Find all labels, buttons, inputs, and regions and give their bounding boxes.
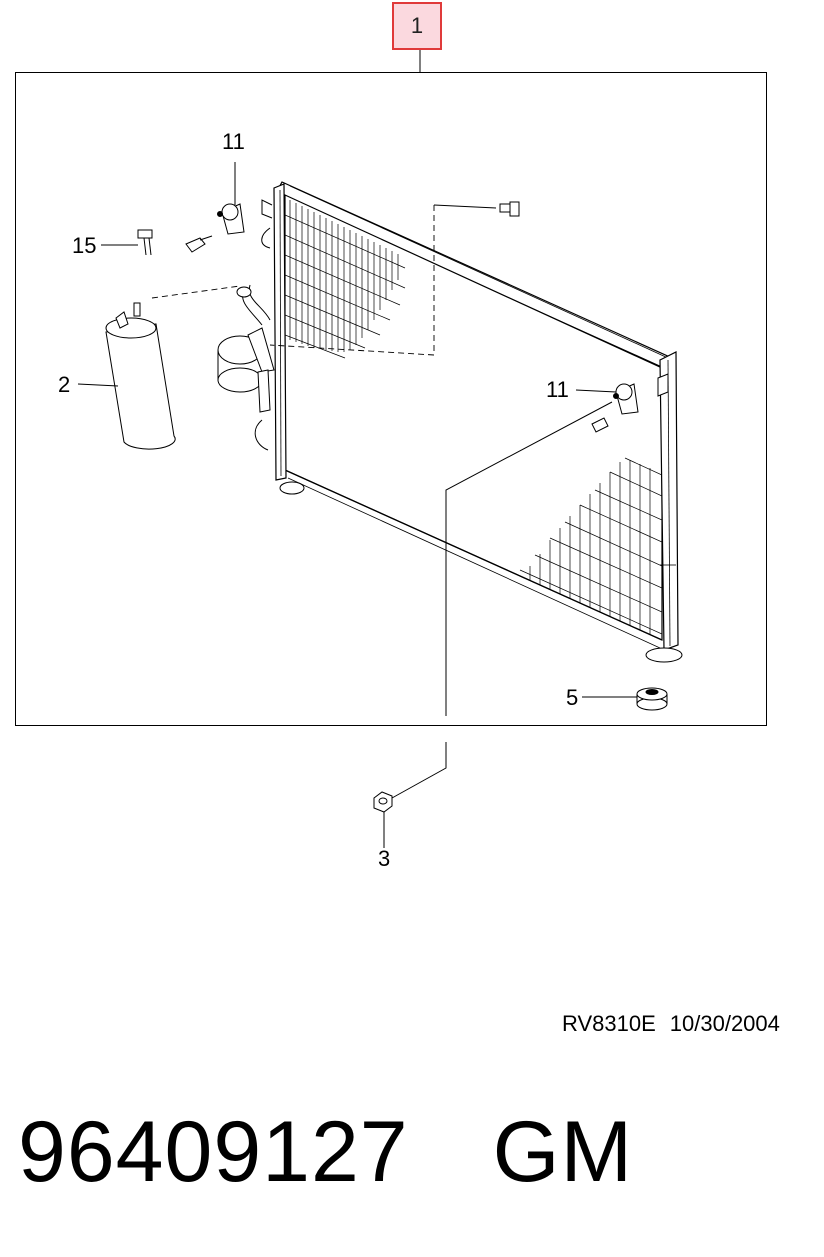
brand-name: GM bbox=[492, 1104, 634, 1200]
guide-lines bbox=[151, 205, 435, 356]
item-1-callout: 1 bbox=[392, 2, 442, 50]
receiver-dryer bbox=[105, 302, 176, 450]
fins-lower-right bbox=[519, 457, 662, 635]
item-1-number: 1 bbox=[410, 13, 424, 38]
bolt-top bbox=[499, 201, 520, 217]
drawing-reference: RV8310E 10/30/2004 bbox=[562, 1011, 780, 1037]
bracket-lower bbox=[591, 383, 639, 433]
nut-3 bbox=[373, 791, 393, 813]
part-number: 96409127 bbox=[18, 1104, 409, 1200]
fins-upper-left bbox=[285, 200, 406, 359]
condenser bbox=[261, 181, 683, 663]
label-11-upper: 11 bbox=[222, 129, 245, 154]
label-11-lower: 11 bbox=[546, 377, 569, 402]
assembly-frame bbox=[15, 72, 767, 726]
label-3: 3 bbox=[378, 846, 391, 871]
grommet-5 bbox=[636, 687, 668, 711]
part-number-line: 96409127 GM bbox=[18, 1102, 633, 1202]
label-15: 15 bbox=[72, 233, 97, 258]
drawing-ref-code: RV8310E bbox=[562, 1011, 656, 1036]
bolt-15 bbox=[137, 229, 153, 256]
leader-lines bbox=[77, 162, 637, 848]
bracket-upper bbox=[185, 203, 245, 253]
label-5: 5 bbox=[566, 685, 579, 710]
label-2: 2 bbox=[58, 372, 71, 397]
dryer-mount bbox=[217, 227, 275, 451]
drawing-ref-date: 10/30/2004 bbox=[669, 1011, 780, 1036]
